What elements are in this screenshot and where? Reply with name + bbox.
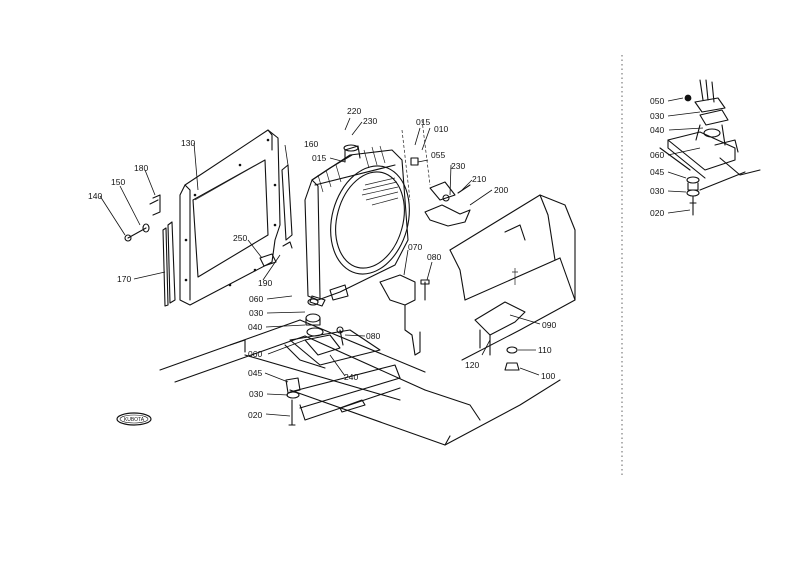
- label-070: 070: [408, 242, 422, 252]
- label-060-lower: 060: [248, 349, 262, 359]
- inset-label-030-top: 030: [650, 111, 664, 121]
- label-055: 055: [431, 150, 445, 160]
- label-080-right: 080: [427, 252, 441, 262]
- label-030-lower: 030: [249, 389, 263, 399]
- leader-lines: [99, 117, 541, 417]
- lower-mounts: [285, 274, 526, 426]
- label-150: 150: [111, 177, 125, 187]
- label-100: 100: [541, 371, 555, 381]
- inset-detail: [659, 79, 761, 216]
- label-180: 180: [134, 163, 148, 173]
- label-015-right: 015: [416, 117, 430, 127]
- label-160: 160: [304, 139, 318, 149]
- label-230-top: 230: [363, 116, 377, 126]
- shroud-frame: [124, 129, 293, 307]
- label-230-right: 230: [451, 161, 465, 171]
- label-170: 170: [117, 274, 131, 284]
- label-110: 110: [538, 345, 552, 355]
- label-250: 250: [233, 233, 247, 243]
- tractor-frame: [159, 194, 576, 446]
- radiator-core: [304, 119, 471, 307]
- part-labels: 220 230 015 015 010 055 230 210 200 160 …: [88, 106, 556, 420]
- label-010: 010: [434, 124, 448, 134]
- inset-label-020: 020: [650, 208, 664, 218]
- inset-label-060: 060: [650, 150, 664, 160]
- label-140: 140: [88, 191, 102, 201]
- label-090: 090: [542, 320, 556, 330]
- label-240: 240: [344, 372, 358, 382]
- label-030-top: 030: [249, 308, 263, 318]
- label-190: 190: [258, 278, 272, 288]
- inset-labels: 050 030 040 060 045 030 020: [650, 96, 664, 218]
- kubota-logo: KUBOTA: [116, 412, 152, 426]
- label-120: 120: [465, 360, 479, 370]
- label-220: 220: [347, 106, 361, 116]
- label-130: 130: [181, 138, 195, 148]
- label-020: 020: [248, 410, 262, 420]
- inset-label-045: 045: [650, 167, 664, 177]
- inset-label-050: 050: [650, 96, 664, 106]
- label-200: 200: [494, 185, 508, 195]
- label-060-top: 060: [249, 294, 263, 304]
- label-015-left: 015: [312, 153, 326, 163]
- inset-label-030-lower: 030: [650, 186, 664, 196]
- label-080-center: 080: [366, 331, 380, 341]
- label-210: 210: [472, 174, 486, 184]
- label-045: 045: [248, 368, 262, 378]
- inset-label-040: 040: [650, 125, 664, 135]
- label-040: 040: [248, 322, 262, 332]
- logo-text: KUBOTA: [124, 417, 145, 423]
